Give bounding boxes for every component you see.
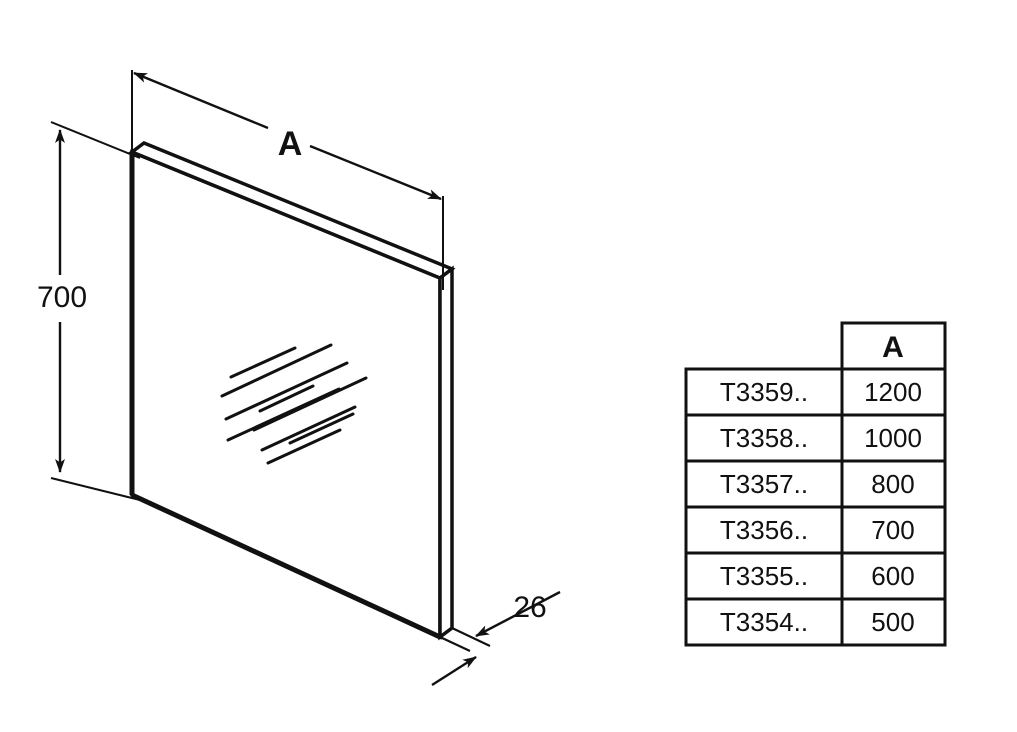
dim-A-label: A [278, 125, 303, 163]
table-cell-value-label: 700 [871, 515, 914, 545]
mirror-base-extension-line-2 [451, 627, 491, 647]
dimension-width-A: A [131, 70, 444, 290]
table-cell-code-label: T3355.. [720, 561, 808, 591]
table-row: T3357.. 800 [684, 459, 947, 509]
table-cell-code-label: T3354.. [720, 607, 808, 637]
table-cell-code-label: T3358.. [720, 423, 808, 453]
table-cell-value [840, 597, 947, 647]
dim-26-label: 26 [513, 591, 546, 624]
dim-700-extension-top [50, 121, 141, 159]
dim-26-arrow-lower [431, 655, 477, 687]
table-cell-value-label: 800 [871, 469, 914, 499]
table-row: T3359.. 1200 [684, 367, 947, 417]
table-cell-value-label: 1200 [864, 377, 922, 407]
table-row: T3358.. 1000 [684, 413, 947, 463]
dimension-thickness-26: 26 [431, 590, 561, 687]
table-cell-code-label: T3357.. [720, 469, 808, 499]
dimension-height-700: 700 [37, 121, 141, 501]
table-row: T3354.. 500 [684, 597, 947, 647]
glass-reflection-symbol [220, 343, 368, 465]
dimension-table: A T3359.. 1200 T3358.. 1000 T3357.. 800 … [684, 321, 947, 647]
table-cell-value-label: 600 [871, 561, 914, 591]
dim-700-label: 700 [37, 281, 87, 314]
dim-700-extension-bottom [50, 477, 141, 501]
table-header-label-A: A [882, 331, 904, 364]
mirror-base-extension-line [439, 636, 471, 652]
mirror-bottom-edge [130, 492, 442, 640]
table-cell-code-label: T3359.. [720, 377, 808, 407]
dim-26-arrow-upper [475, 590, 561, 638]
mirror-right-edge-band [438, 265, 454, 641]
table-cell-value-label: 1000 [864, 423, 922, 453]
dim-A-line-left [133, 71, 269, 130]
dim-A-line-right [309, 144, 442, 201]
table-cell-code-label: T3356.. [720, 515, 808, 545]
table-cell-value-label: 500 [871, 607, 914, 637]
mirror-panel [128, 141, 491, 652]
